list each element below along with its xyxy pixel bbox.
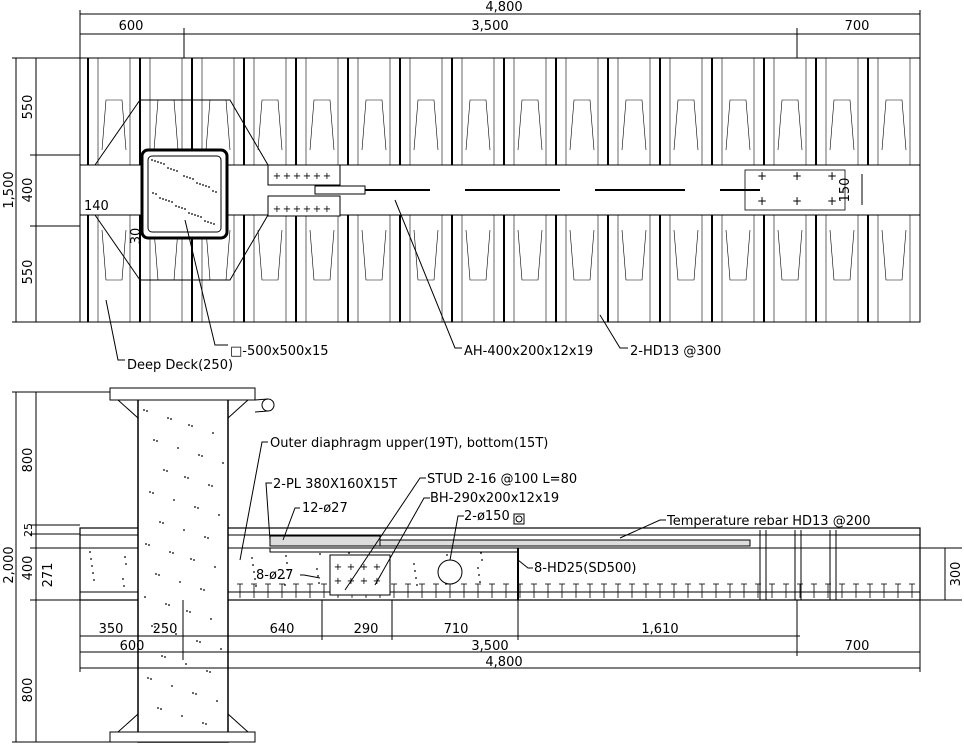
plan-dim-right: 700	[845, 19, 870, 34]
label-holes-8: 8-ø27	[256, 568, 293, 583]
svg-text:+: +	[283, 171, 291, 182]
section-dim-1610: 1,610	[641, 622, 678, 637]
section-dim-25: 25	[22, 523, 35, 537]
svg-text:+: +	[293, 204, 301, 215]
plan-top-dimensions: 4,800 600 3,500 700	[79, 0, 921, 58]
section-dim-400: 400	[21, 556, 36, 581]
svg-text:+: +	[757, 194, 767, 208]
section-dim-640: 640	[270, 622, 295, 637]
label-bh-section: BH-290x200x12x19	[430, 491, 559, 506]
section-leaders	[239, 441, 666, 591]
svg-text:+: +	[360, 562, 368, 573]
svg-text:+: +	[323, 204, 331, 215]
svg-text:+: +	[792, 194, 802, 208]
plan-dim-150: 150	[838, 178, 853, 203]
plan-column	[140, 148, 229, 240]
section-plates: ++++++++	[269, 513, 837, 600]
deck-ribs	[87, 58, 911, 322]
section-bottom-dimensions: 350 250 640 290 710 1,610 600 3,500 700 …	[79, 600, 921, 672]
label-plates: 2-PL 380X160X15T	[273, 477, 397, 492]
plan-view: 4,800 600 3,500 700 1,500 550 400 550	[2, 0, 921, 373]
section-dim-4800: 4,800	[485, 655, 522, 670]
svg-text:+: +	[334, 562, 342, 573]
label-diaphragm: Outer diaphragm upper(19T), bottom(15T)	[270, 436, 548, 451]
section-view: 2,000 800 25 400 271 800	[2, 387, 964, 743]
svg-text:+: +	[792, 169, 802, 183]
label-holes-2: 2-ø150	[464, 509, 510, 524]
section-dim-271: 271	[41, 563, 56, 588]
svg-text:+: +	[323, 171, 331, 182]
plan-dim-left: 600	[119, 19, 144, 34]
plan-dim-total: 4,800	[485, 0, 522, 15]
svg-text:+: +	[303, 171, 311, 182]
plan-dim-140: 140	[84, 199, 109, 214]
svg-text:+: +	[273, 204, 281, 215]
label-temperature-rebar: Temperature rebar HD13 @200	[666, 514, 871, 529]
section-dim-bot: 800	[21, 678, 36, 703]
section-dim-250: 250	[153, 622, 178, 637]
label-hd25: 8-HD25(SD500)	[534, 561, 637, 576]
label-rebar-plan: 2-HD13 @300	[630, 344, 721, 359]
plan-outline	[79, 57, 921, 323]
section-dim-290: 290	[354, 622, 379, 637]
shear-studs	[237, 583, 915, 598]
splice-plates: ++++++++++++++++++	[267, 164, 863, 217]
plan-dim-height-top: 550	[21, 95, 36, 120]
plan-dim-height-bot: 550	[21, 260, 36, 285]
svg-text:+: +	[334, 576, 342, 587]
svg-text:+: +	[347, 562, 355, 573]
svg-text:+: +	[313, 171, 321, 182]
svg-text:+: +	[313, 204, 321, 215]
label-column-section: □-500x500x15	[230, 344, 329, 359]
plan-dim-height-total: 1,500	[2, 171, 17, 208]
svg-text:+: +	[273, 171, 281, 182]
section-dim-300: 300	[949, 562, 964, 587]
section-dim-600: 600	[120, 639, 145, 654]
svg-text:+: +	[827, 169, 837, 183]
plan-dim-30: 30	[129, 228, 144, 245]
svg-text:+: +	[373, 562, 381, 573]
section-dim-total: 2,000	[2, 546, 17, 583]
section-dim-710: 710	[444, 622, 469, 637]
section-dim-700: 700	[845, 639, 870, 654]
plan-left-dimensions: 1,500 550 400 550	[2, 57, 80, 323]
svg-text:+: +	[360, 576, 368, 587]
svg-text:+: +	[283, 204, 291, 215]
svg-text:+: +	[293, 171, 301, 182]
section-column	[109, 387, 275, 743]
section-dim-top: 800	[21, 448, 36, 473]
section-left-dimensions: 2,000 800 25 400 271 800	[2, 391, 120, 743]
label-beam-section: AH-400x200x12x19	[464, 344, 593, 359]
section-dim-3500: 3,500	[471, 639, 508, 654]
plan-dim-height-mid: 400	[21, 178, 36, 203]
label-holes-12: 12-ø27	[302, 501, 348, 516]
plan-leaders	[105, 199, 628, 361]
svg-text:+: +	[757, 169, 767, 183]
svg-text:+: +	[303, 204, 311, 215]
label-deep-deck: Deep Deck(250)	[127, 358, 233, 373]
label-stud: STUD 2-16 @100 L=80	[427, 472, 577, 487]
svg-text:+: +	[827, 194, 837, 208]
section-dim-350: 350	[99, 622, 124, 637]
plan-dim-mid: 3,500	[471, 19, 508, 34]
